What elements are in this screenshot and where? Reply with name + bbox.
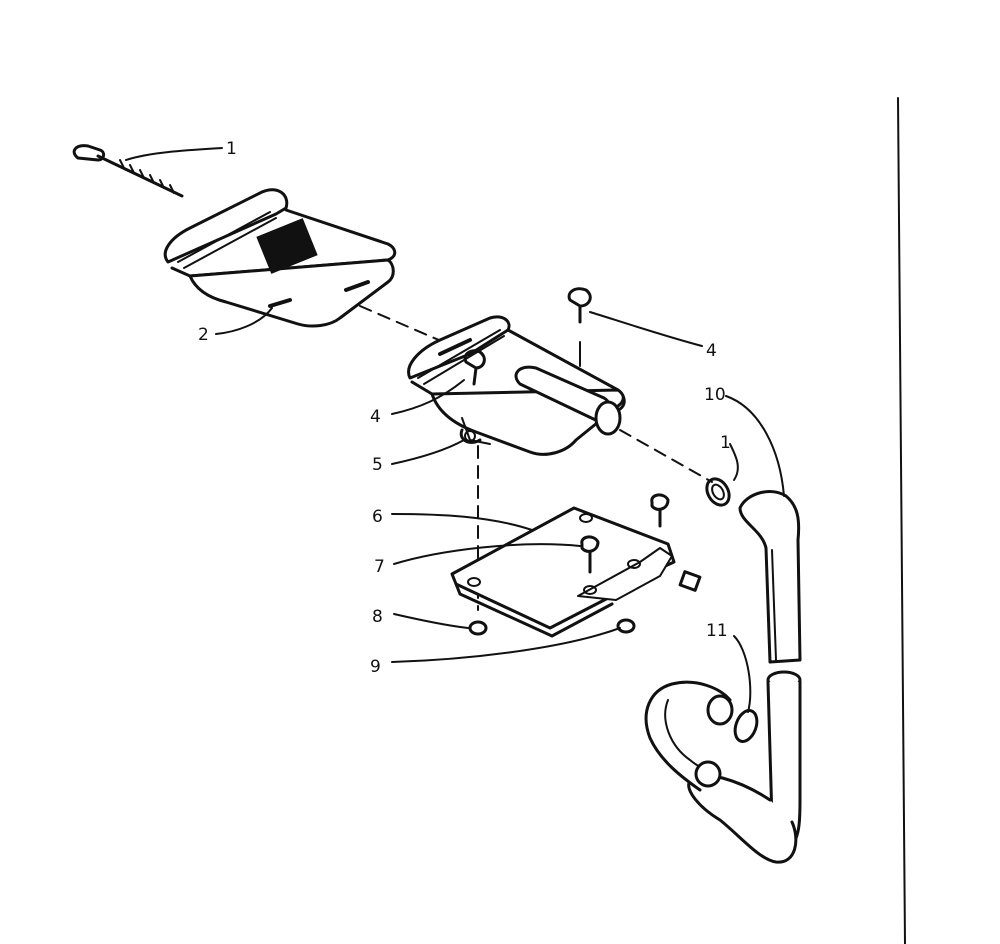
callout-9: 9 — [370, 657, 381, 677]
callout-1-clamp: 1 — [720, 433, 731, 453]
part-11-clamp — [733, 709, 759, 743]
page-border-line — [897, 97, 906, 944]
callout-labels: 1 2 4 4 5 6 7 8 9 10 1 11 — [198, 139, 731, 677]
callout-6: 6 — [372, 507, 383, 527]
part-7-screw-right — [650, 493, 670, 528]
callout-11: 11 — [706, 621, 728, 641]
callout-1: 1 — [226, 139, 237, 159]
part-8-nut — [468, 620, 488, 636]
part-10-hose — [644, 490, 802, 864]
callout-2: 2 — [198, 325, 209, 345]
part-5-fitting — [459, 428, 482, 444]
part-2-handle — [163, 188, 397, 328]
callout-4-lower: 4 — [370, 407, 381, 427]
callout-5: 5 — [372, 455, 383, 475]
part-1-pin — [72, 144, 184, 198]
callout-4-upper: 4 — [706, 341, 717, 361]
part-9-nut — [616, 618, 636, 634]
part-4-screw-upper — [567, 287, 592, 367]
part-6-plate — [450, 506, 676, 638]
part-3-bracket — [407, 315, 626, 456]
alignment-line-1 — [359, 305, 449, 345]
part-4-screw-lower — [463, 349, 486, 386]
leader-lines — [125, 147, 785, 713]
part-1-clamp — [705, 477, 731, 507]
callout-10: 10 — [704, 385, 726, 405]
alignment-line-2 — [619, 429, 713, 483]
callout-8: 8 — [372, 607, 383, 627]
callout-7: 7 — [374, 557, 385, 577]
handle-grip-pad — [256, 218, 318, 274]
part-7-screw — [580, 535, 600, 574]
part-nut-right — [678, 570, 702, 592]
